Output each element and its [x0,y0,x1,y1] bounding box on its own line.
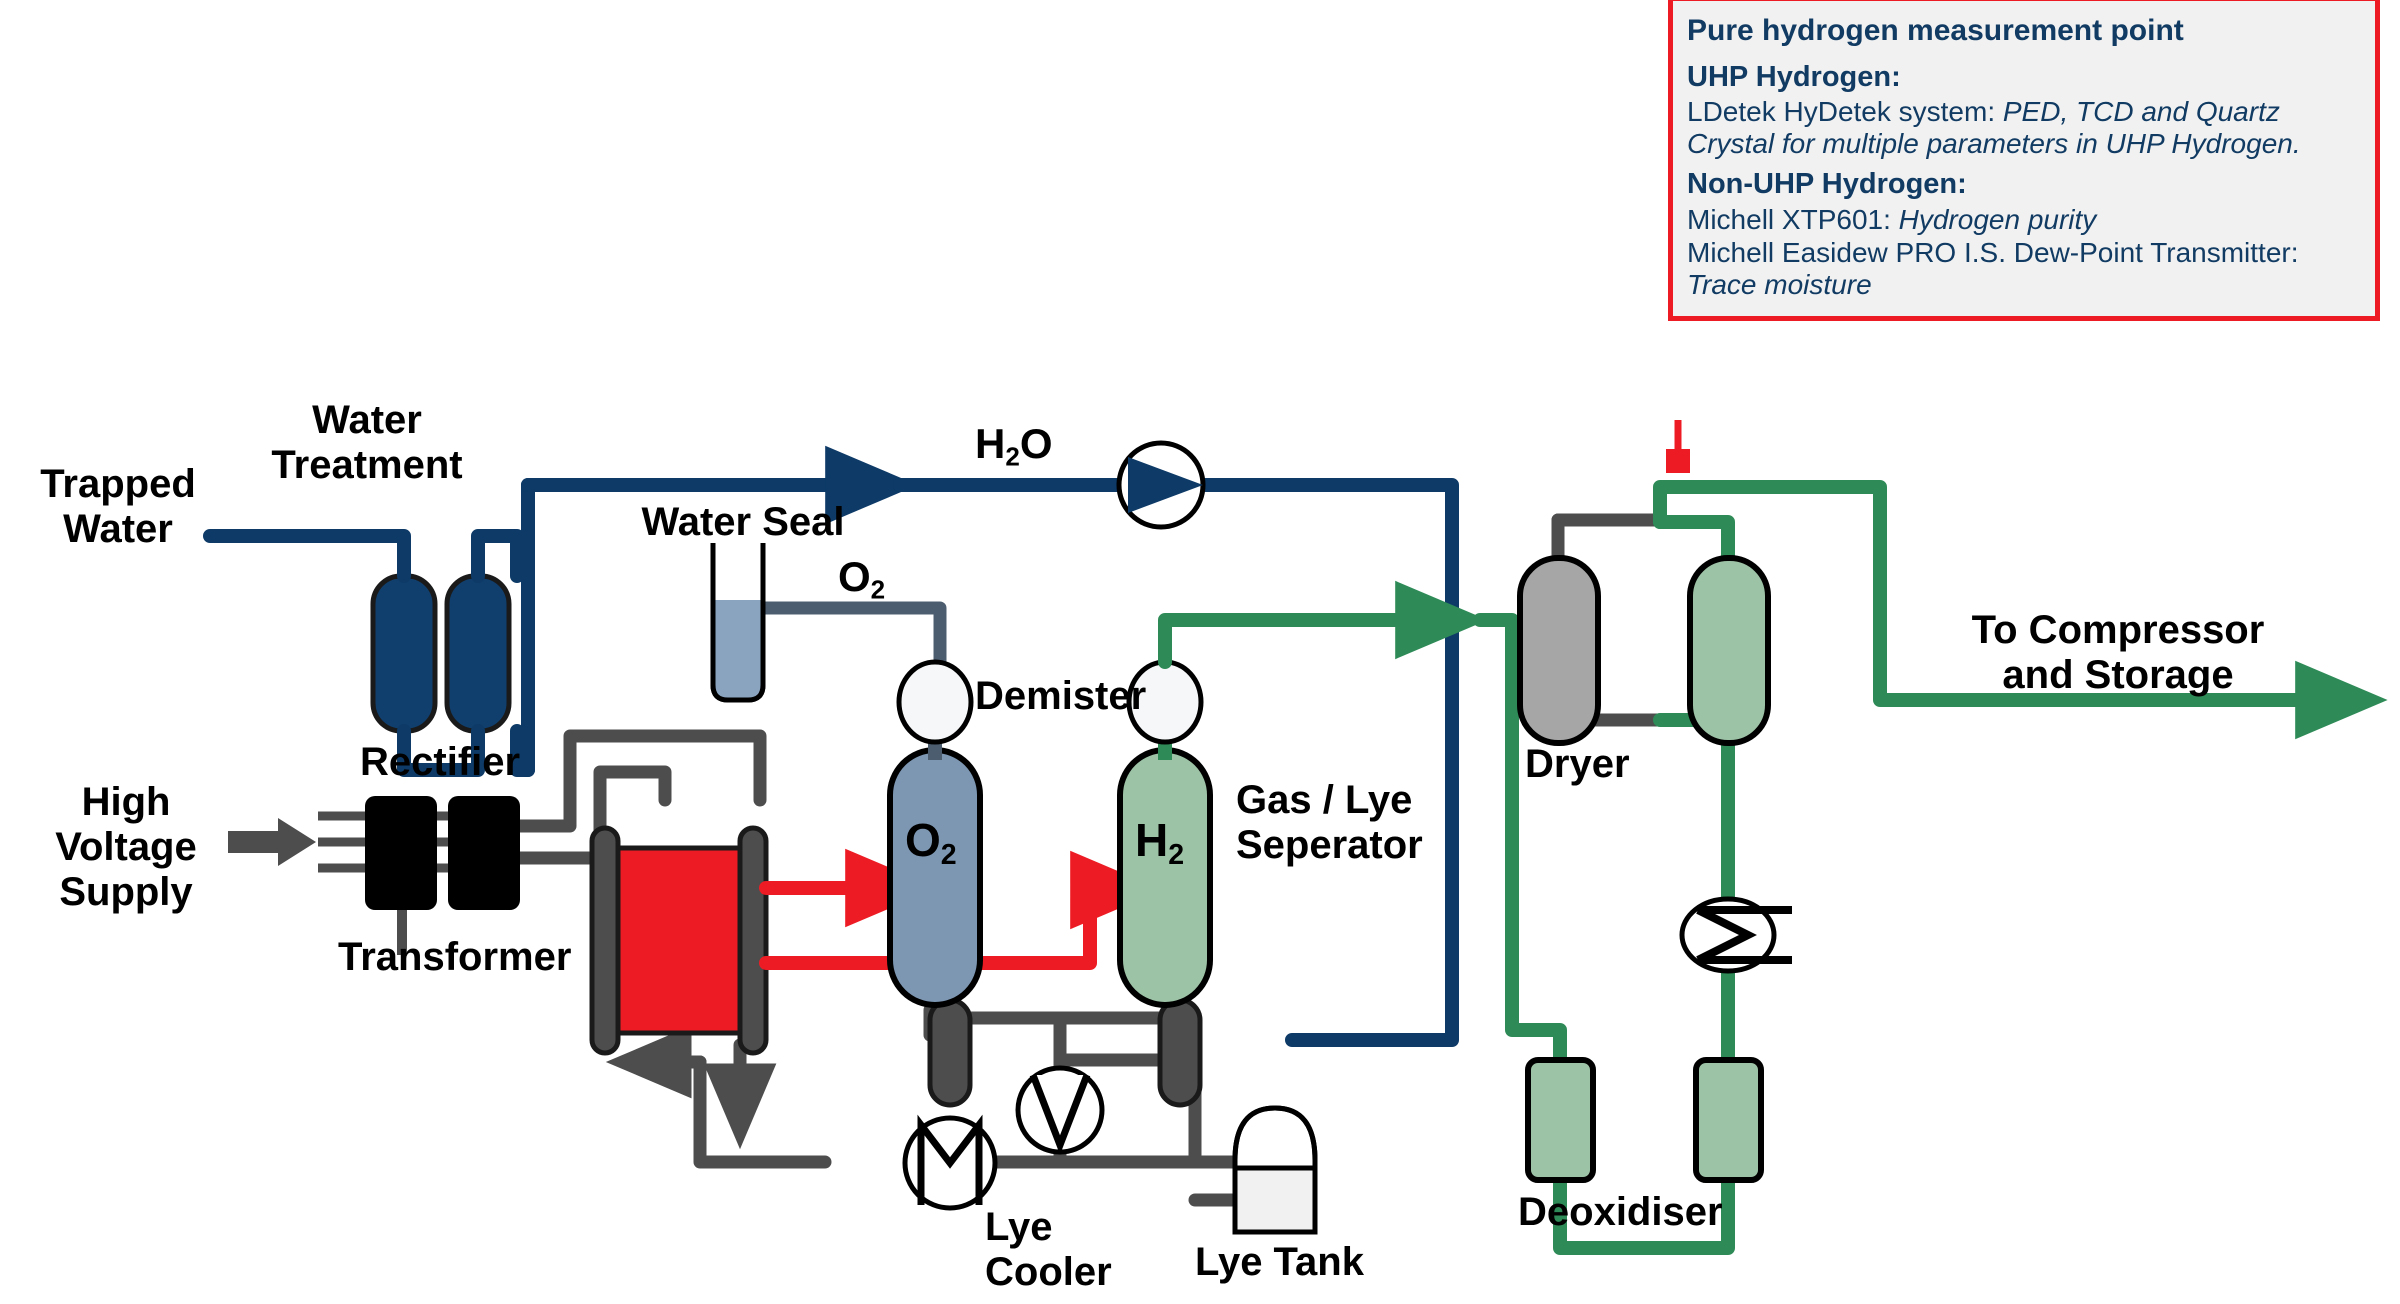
water-seal-vessel [710,543,766,703]
deoxidiser-unit [1525,1057,1764,1183]
label-h2-vessel: H2 [1135,814,1185,871]
label-water-treatment: Water Treatment [271,398,463,487]
label-deoxidiser: Deoxidiser [1518,1190,1723,1234]
label-high-voltage-supply: High Voltage Supply [55,780,197,914]
callout-line-nonuhp-1: Michell XTP601: Hydrogen purity [1687,203,2097,235]
hydrogen-product-line [1158,480,2388,1255]
label-gas-lye-separator: Gas / Lye Seperator [1236,778,1423,867]
callout-line-nonuhp-2: Michell Easidew PRO I.S. Dew-Point Trans… [1687,237,2299,300]
label-demister: Demister [975,674,1147,718]
oxygen-separator [887,659,983,1108]
label-dryer: Dryer [1525,742,1630,786]
label-o2-stream: O2 [838,553,886,605]
transformer-rectifier-block [318,796,520,955]
heat-exchanger-icon [1679,896,1792,974]
h2o-feed-header [521,445,1459,1047]
label-lye-tank: Lye Tank [1195,1240,1364,1284]
callout-line-uhp-1: LDetek HyDetek system: PED, TCD and Quar… [1687,96,2301,159]
circulation-pump-icon [1015,1065,1105,1155]
label-to-compressor-storage: To Compressor and Storage [1971,608,2265,697]
dryer-unit [1517,555,1771,746]
label-transformer: Transformer [338,935,572,979]
measurement-point-leader [1666,420,1690,473]
label-water-seal: Water Seal [641,500,845,544]
label-h2o-stream: H2O [975,420,1053,472]
label-lye-cooler: Lye Cooler [985,1205,1112,1294]
label-o2-vessel: O2 [905,814,957,871]
callout-heading-uhp: UHP Hydrogen: [1687,60,1901,93]
water-pump-icon [1116,440,1206,530]
hydrogen-separator [1117,659,1213,1108]
lye-tank [1232,1105,1318,1235]
measurement-point-callout: Pure hydrogen measurement point UHP Hydr… [1668,0,2380,321]
lye-cooler-motor-icon [902,1114,998,1211]
label-trapped-water: Trapped Water [40,462,196,551]
label-rectifier: Rectifier [360,740,521,784]
water-treatment-vessels [370,573,512,734]
electrolyser-cell [589,825,769,1056]
feed-water-line [203,478,535,777]
callout-title: Pure hydrogen measurement point [1687,14,2184,47]
callout-heading-nonuhp: Non-UHP Hydrogen: [1687,168,1967,201]
high-voltage-supply-arrow-icon [228,818,316,866]
